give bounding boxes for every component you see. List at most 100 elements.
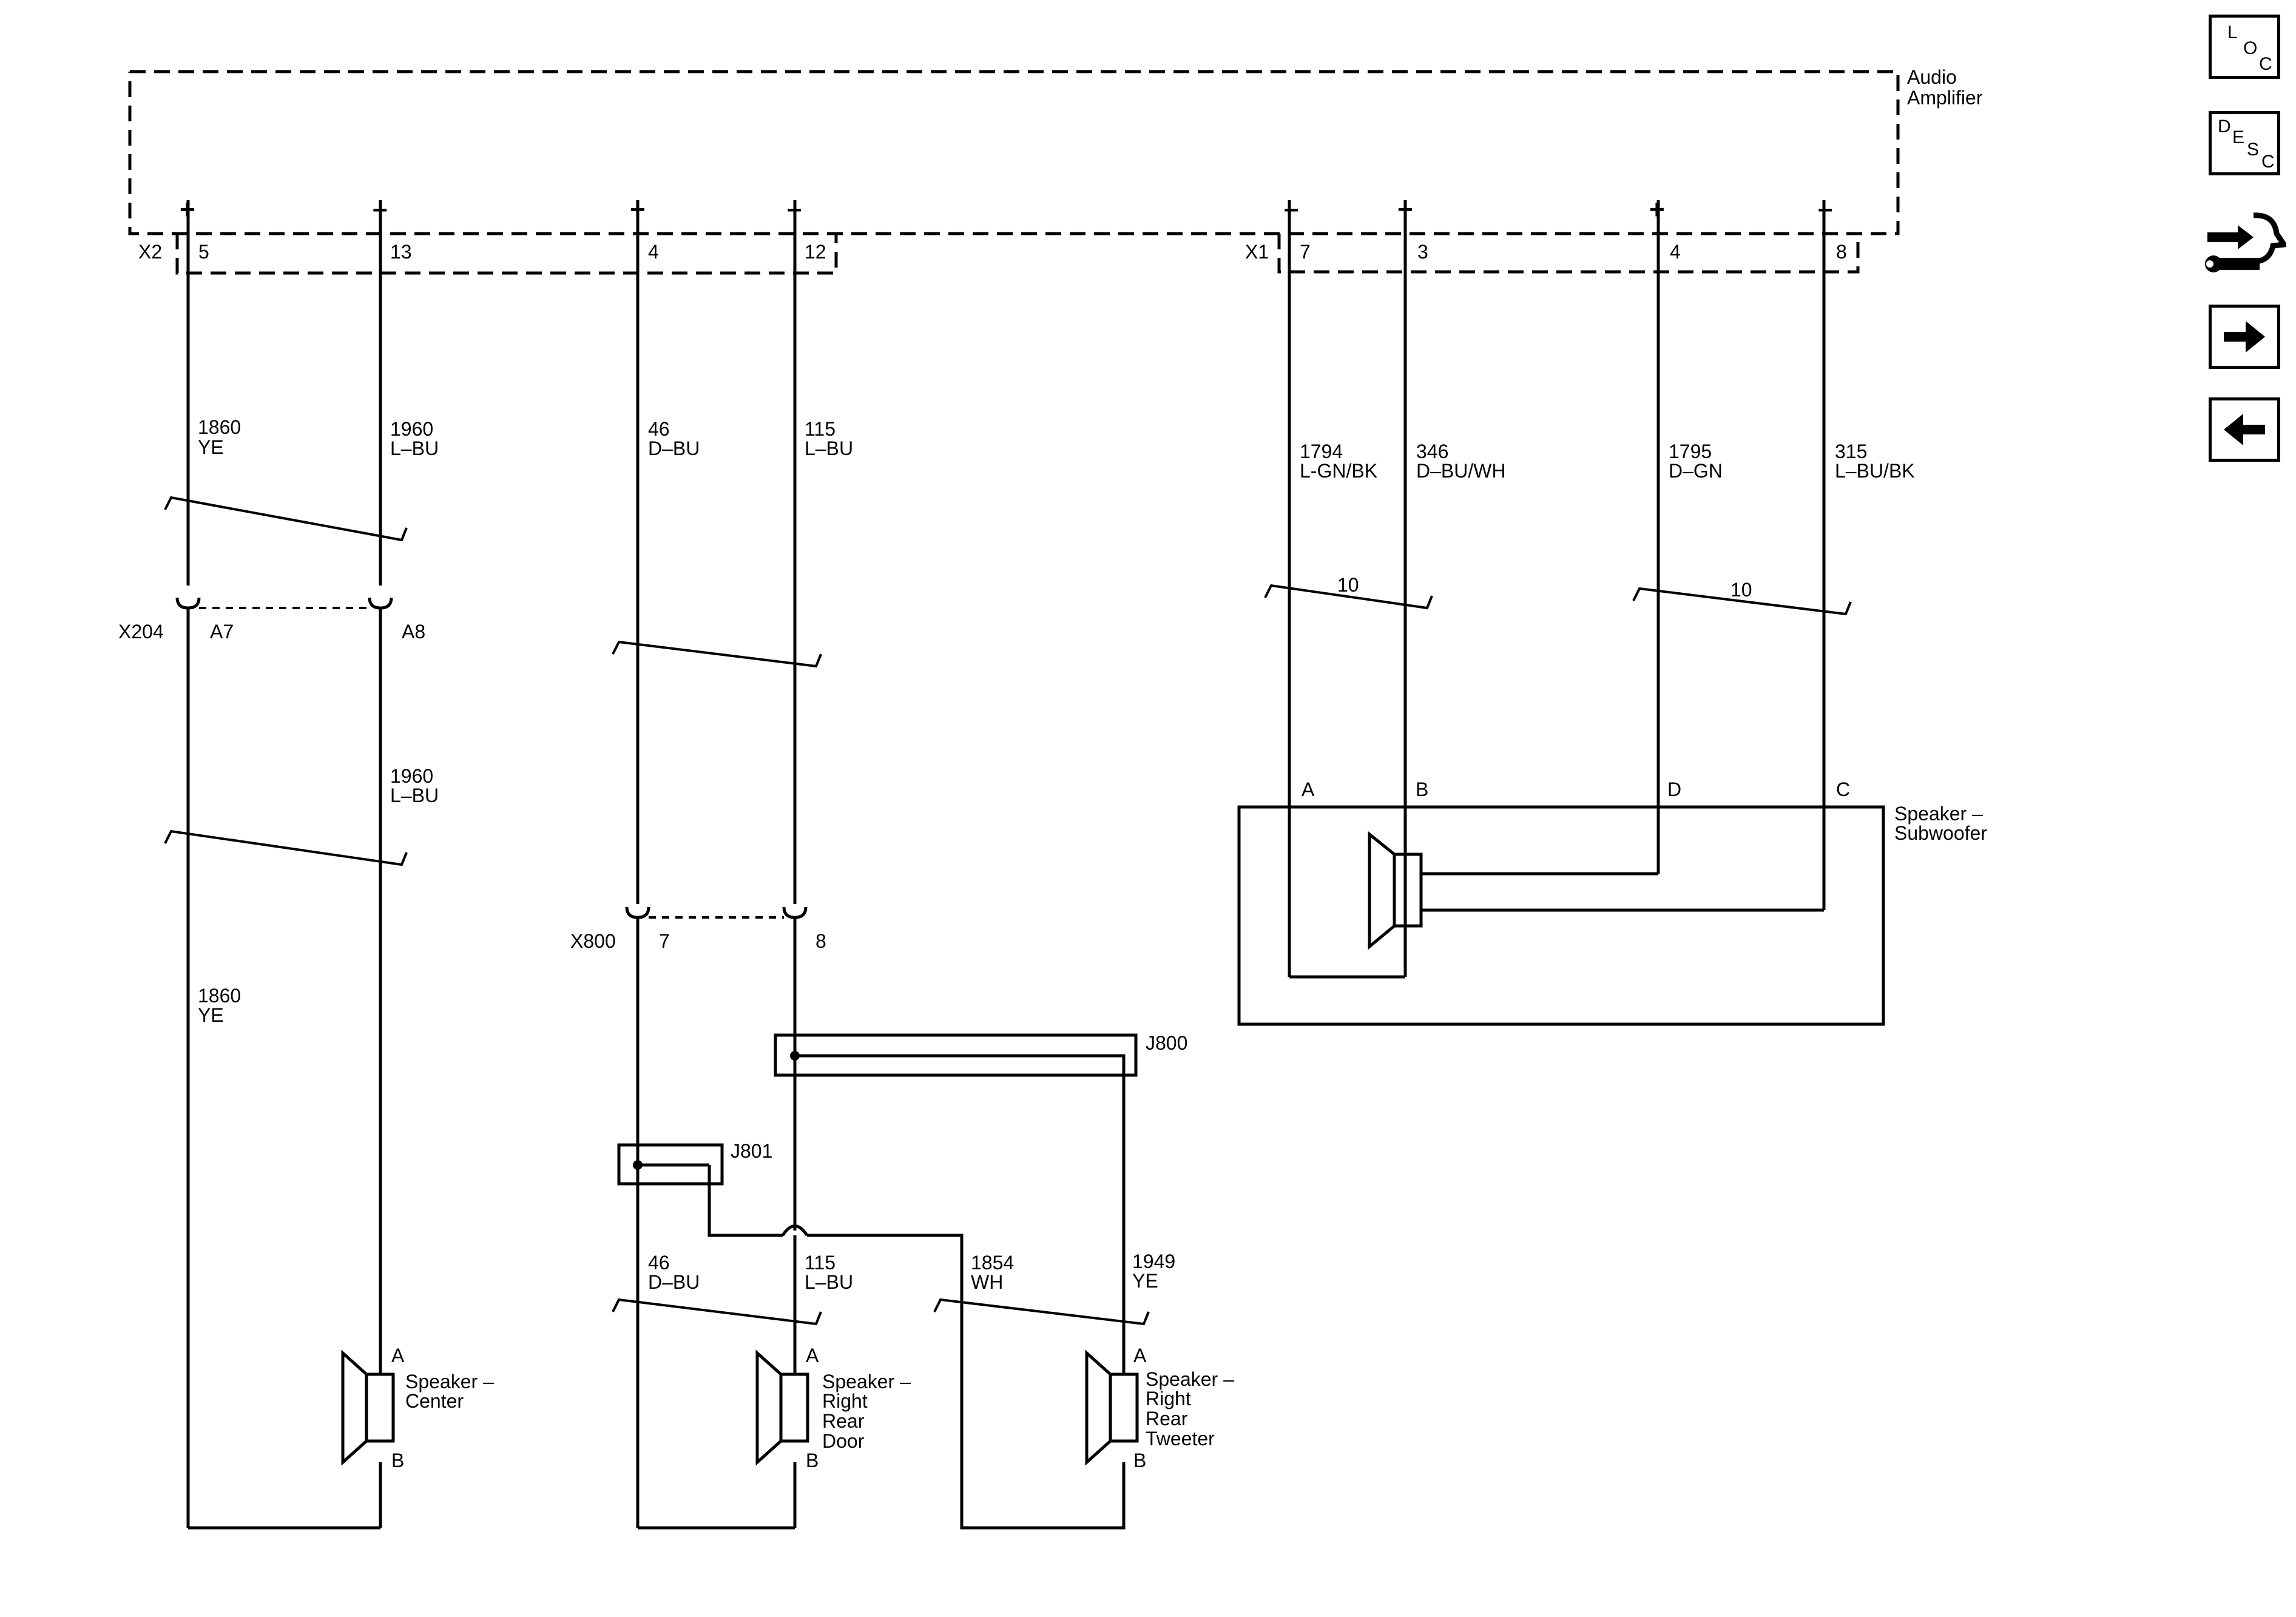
subwoofer-name-line1: Speaker – [1894, 803, 1983, 825]
wire-315-circuit: 315 [1835, 441, 1867, 462]
x204-pin-a8: A8 [402, 621, 425, 643]
twist-count-right: 10 [1730, 579, 1752, 601]
twist-count-left: 10 [1337, 574, 1359, 596]
subwoofer-pin-d: D [1667, 778, 1681, 800]
speaker-subwoofer: A B D C Speaker – Subwoofer [1237, 778, 1987, 1026]
amplifier-name-line1: Audio [1907, 66, 1957, 88]
door-pin-a: A [806, 1345, 819, 1366]
j801-label: J801 [731, 1140, 772, 1162]
wire-1794-circuit: 1794 [1300, 441, 1343, 462]
door-name-line2: Right [822, 1390, 868, 1412]
x800-pin-8: 8 [815, 930, 826, 952]
x800-pin-7: 7 [659, 930, 670, 952]
wire-115-lower-color: L–BU [805, 1271, 853, 1293]
wire-346-color: D–BU/WH [1416, 460, 1506, 482]
connector-x1-label: X1 [1245, 241, 1269, 263]
wire-1960-lower-circuit: 1960 [390, 765, 433, 787]
subwoofer-pin-a: A [1302, 778, 1315, 800]
door-name-line1: Speaker – [822, 1371, 911, 1393]
wire-1860-lower-color: YE [198, 1004, 224, 1026]
rear-speakers-circuit [612, 200, 1150, 1530]
wire-1854-color: WH [971, 1271, 1003, 1293]
x1-pin-3: 3 [1417, 241, 1428, 263]
x2-pin-5: 5 [198, 241, 209, 263]
door-name-line3: Rear [822, 1410, 865, 1432]
wire-1795-color: D–GN [1669, 460, 1723, 482]
wire-1860-lower-circuit: 1860 [198, 985, 241, 1007]
forward-button[interactable] [2209, 305, 2280, 369]
amplifier-name-line2: Amplifier [1907, 87, 1983, 109]
center-name-line1: Speaker – [405, 1371, 494, 1393]
wire-1960-upper-color: L–BU [390, 437, 439, 459]
speaker-center: A B Speaker – Center [341, 1345, 494, 1471]
x2-pin-12: 12 [805, 241, 826, 263]
x2-pin-13: 13 [390, 241, 412, 263]
desc-button[interactable]: D E S C [2209, 111, 2280, 175]
tweeter-name-line3: Rear [1146, 1408, 1188, 1430]
door-name-line4: Door [822, 1430, 865, 1452]
x204-label: X204 [118, 621, 164, 643]
wire-1949-color: YE [1132, 1270, 1158, 1292]
wire-1960-upper-circuit: 1960 [390, 418, 433, 440]
wire-115-upper-color: L–BU [805, 437, 853, 459]
connector-tool-icon[interactable] [2201, 209, 2289, 282]
subwoofer-pin-b: B [1416, 778, 1428, 800]
wire-1860-upper-circuit: 1860 [198, 416, 241, 438]
arrow-left-icon [2224, 414, 2265, 445]
center-pin-a: A [391, 1345, 405, 1366]
subwoofer-name-line2: Subwoofer [1894, 822, 1987, 844]
wire-46-lower-circuit: 46 [648, 1252, 670, 1274]
desc-letter-e: E [2232, 127, 2245, 147]
wire-1860-upper-color: YE [198, 436, 224, 458]
splice-j800: J800 [774, 1032, 1187, 1077]
splice-j801: J801 [617, 1140, 772, 1186]
speaker-right-rear-door: A B Speaker – Right Rear Door [755, 1345, 911, 1471]
wire-115-upper-circuit: 115 [805, 418, 836, 440]
wire-46-upper-color: D–BU [648, 437, 700, 459]
wire-1795-circuit: 1795 [1669, 441, 1712, 462]
x2-pin-4: 4 [648, 241, 659, 263]
center-pin-b: B [391, 1450, 404, 1471]
wire-1960-lower-color: L–BU [390, 785, 439, 806]
x1-pin-7: 7 [1300, 241, 1311, 263]
subwoofer-pin-c: C [1836, 778, 1850, 800]
loc-button[interactable]: L O C [2209, 15, 2280, 79]
wire-46-lower-color: D–BU [648, 1271, 700, 1293]
door-pin-b: B [806, 1450, 819, 1471]
wire-labels: 1860 YE 1960 L–BU 46 D–BU 115 L–BU 1794 … [198, 416, 1915, 1293]
x1-sign-7: – [1284, 194, 1298, 223]
audio-amplifier: Audio Amplifier X2 X1 + – + – 5 13 4 12 … [128, 66, 1983, 275]
inline-connector-x204: X204 A7 A8 [118, 597, 425, 643]
x1-pin-4: 4 [1670, 241, 1681, 263]
center-speaker-circuit [164, 200, 408, 1530]
connector-x2-label: X2 [138, 241, 162, 263]
wire-1949-circuit: 1949 [1132, 1251, 1175, 1272]
tweeter-pin-b: B [1133, 1450, 1146, 1471]
desc-letter-s: S [2247, 140, 2260, 160]
j800-label: J800 [1146, 1032, 1187, 1054]
desc-letter-d: D [2218, 116, 2231, 137]
loc-letter-l: L [2227, 22, 2238, 42]
x204-pin-a7: A7 [210, 621, 234, 643]
tweeter-name-line2: Right [1146, 1388, 1191, 1409]
loc-letter-c: C [2259, 54, 2272, 74]
speaker-right-rear-tweeter: A B Speaker – Right Rear Tweeter [1085, 1345, 1234, 1471]
tweeter-name-line1: Speaker – [1146, 1368, 1234, 1390]
wire-1854-circuit: 1854 [971, 1252, 1014, 1274]
back-button[interactable] [2209, 397, 2280, 462]
desc-letter-c: C [2261, 152, 2275, 172]
wire-115-lower-circuit: 115 [805, 1252, 836, 1274]
inline-connector-x800: X800 7 8 [570, 906, 826, 952]
wire-1794-color: L-GN/BK [1300, 460, 1377, 482]
arrow-right-icon [2224, 321, 2265, 353]
tweeter-name-line4: Tweeter [1146, 1428, 1215, 1450]
wire-315-color: L–BU/BK [1835, 460, 1915, 482]
x800-label: X800 [570, 930, 616, 952]
subwoofer-circuit: 10 10 [1264, 200, 1852, 979]
loc-letter-o: O [2243, 38, 2258, 58]
center-name-line2: Center [405, 1390, 464, 1412]
wire-46-upper-circuit: 46 [648, 418, 670, 440]
wire-346-circuit: 346 [1416, 441, 1448, 462]
tweeter-pin-a: A [1133, 1345, 1147, 1366]
